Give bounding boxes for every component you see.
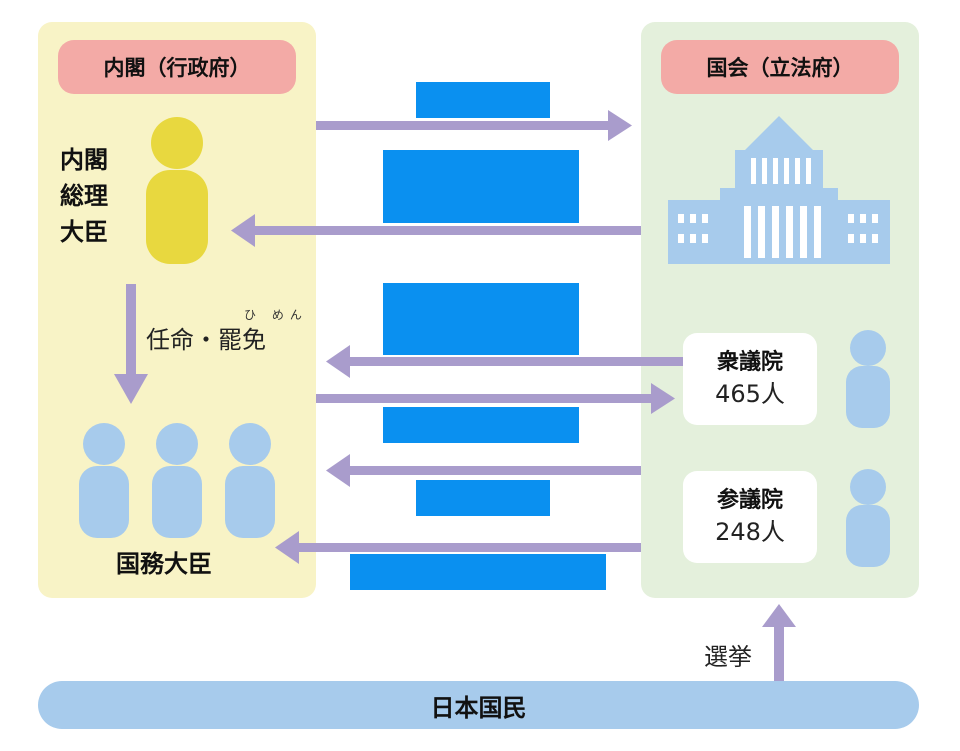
prime-minister-label-line: 内閣 bbox=[60, 146, 108, 174]
diet-building-icon bbox=[668, 116, 890, 264]
appoint-arrow bbox=[114, 284, 148, 404]
arrow-councillors-to-ministers bbox=[275, 531, 641, 564]
arrow-cabinet-to-representatives bbox=[316, 383, 675, 414]
redacted-label-block bbox=[383, 150, 579, 223]
redacted-label-block bbox=[383, 283, 579, 355]
redacted-label-block bbox=[350, 554, 606, 590]
house-of-representatives-box: 衆議院 465人 bbox=[683, 333, 817, 425]
arrow-representatives-to-cabinet bbox=[326, 345, 686, 378]
japanese-citizens-bar: 日本国民 bbox=[38, 681, 919, 729]
representatives-member-figure bbox=[846, 330, 890, 428]
election-label: 選挙 bbox=[704, 643, 752, 671]
dismiss-furigana: ひ めん bbox=[244, 308, 308, 322]
prime-minister-label: 内閣 総理 大臣 bbox=[60, 142, 130, 250]
diet-title: 国会（立法府） bbox=[661, 40, 899, 94]
minister-figure bbox=[79, 423, 129, 538]
house-seat-count: 465人 bbox=[715, 380, 785, 408]
prime-minister-figure bbox=[146, 117, 208, 264]
prime-minister-label-line: 総理 bbox=[60, 182, 108, 210]
ministers-label: 国務大臣 bbox=[116, 550, 212, 578]
house-of-councillors-box: 参議院 248人 bbox=[683, 471, 817, 563]
redacted-label-block bbox=[416, 480, 550, 516]
arrow-diet-to-cabinet-2 bbox=[326, 454, 641, 487]
election-arrow bbox=[762, 604, 796, 681]
house-name: 参議院 bbox=[716, 488, 783, 513]
cabinet-title: 内閣（行政府） bbox=[58, 40, 296, 94]
redacted-label-block bbox=[416, 82, 550, 118]
prime-minister-label-line: 大臣 bbox=[60, 218, 108, 246]
councillors-member-figure bbox=[846, 469, 890, 567]
arrow-cabinet-to-diet bbox=[316, 110, 632, 141]
appoint-dismiss-label: 任命・罷免 bbox=[146, 326, 266, 354]
minister-figure bbox=[225, 423, 275, 538]
arrow-diet-to-cabinet bbox=[231, 214, 641, 247]
house-seat-count: 248人 bbox=[715, 518, 785, 546]
redacted-label-block bbox=[383, 407, 579, 443]
minister-figure bbox=[152, 423, 202, 538]
house-name: 衆議院 bbox=[716, 350, 783, 375]
